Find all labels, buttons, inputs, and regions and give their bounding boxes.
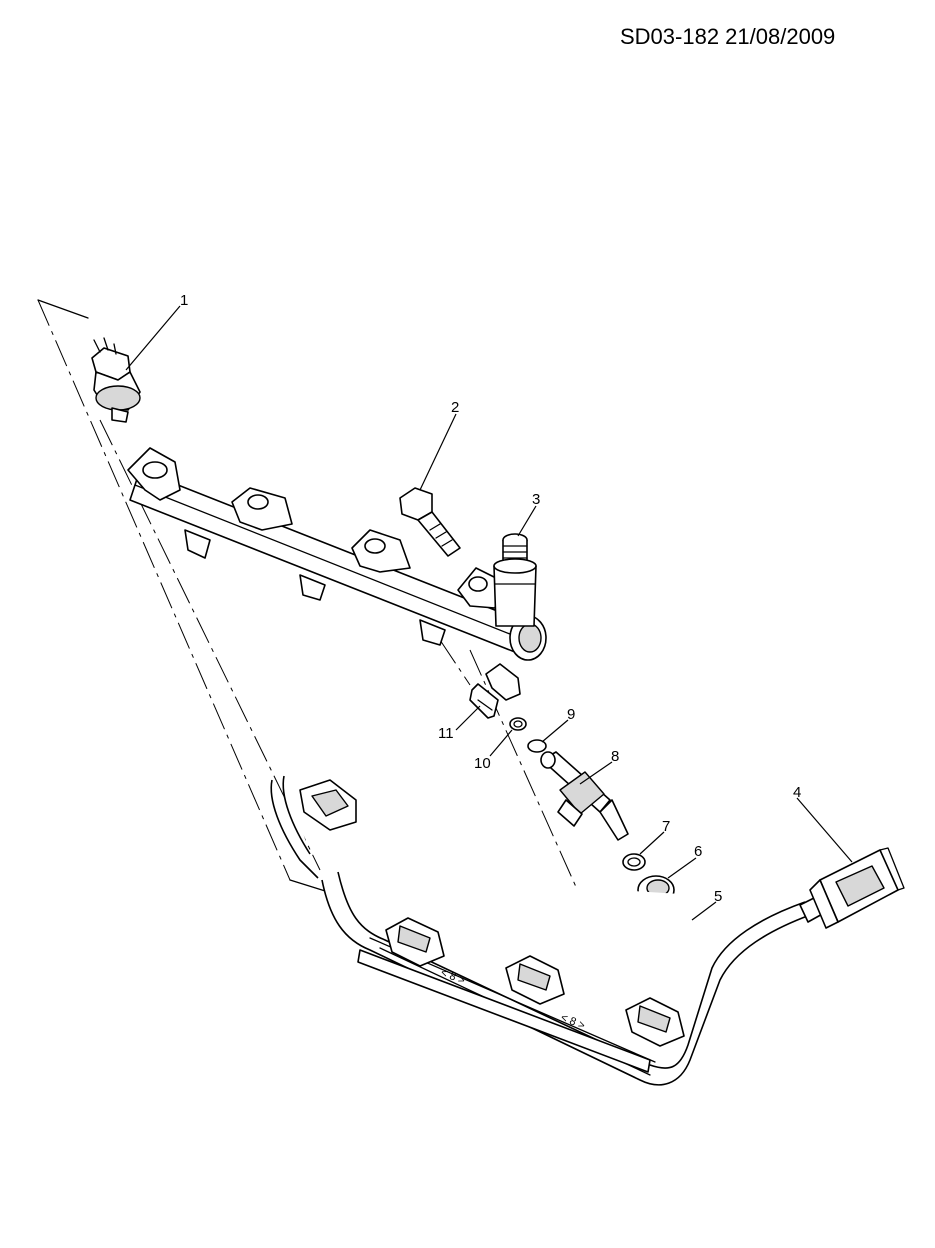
injector-wiring-harness: < 8 > < 8 > — [270, 775, 827, 1086]
diagram-reference-code: SD03-182 21/08/2009 — [620, 24, 836, 49]
callout-2: 2 — [451, 399, 459, 416]
callout-1: 1 — [180, 292, 188, 309]
fuel-pressure-sensor — [91, 337, 141, 423]
callout-3: 3 — [532, 491, 540, 508]
injector-seal — [527, 739, 547, 753]
callout-7: 7 — [662, 818, 670, 835]
callout-labels: 1 2 3 4 5 6 7 8 9 10 11 — [180, 292, 801, 905]
injector-retaining-clip — [469, 663, 521, 719]
upper-o-ring — [509, 717, 527, 731]
fuel-injector — [540, 751, 629, 841]
callout-10: 10 — [474, 755, 491, 772]
rail-bolt — [399, 487, 461, 557]
callout-9: 9 — [567, 706, 575, 723]
fuel-rail — [127, 447, 547, 661]
lower-o-ring-inner — [627, 857, 641, 867]
callout-leaders — [125, 305, 853, 921]
callout-6: 6 — [694, 843, 702, 860]
callout-11: 11 — [438, 725, 454, 742]
fuel-inlet-fitting — [493, 533, 537, 627]
upper-o-ring-inner — [513, 720, 523, 728]
harness-main-connector — [809, 847, 905, 929]
callout-4: 4 — [793, 784, 801, 801]
callout-5: 5 — [714, 888, 722, 905]
lower-o-ring — [622, 853, 646, 871]
callout-8: 8 — [611, 748, 619, 765]
